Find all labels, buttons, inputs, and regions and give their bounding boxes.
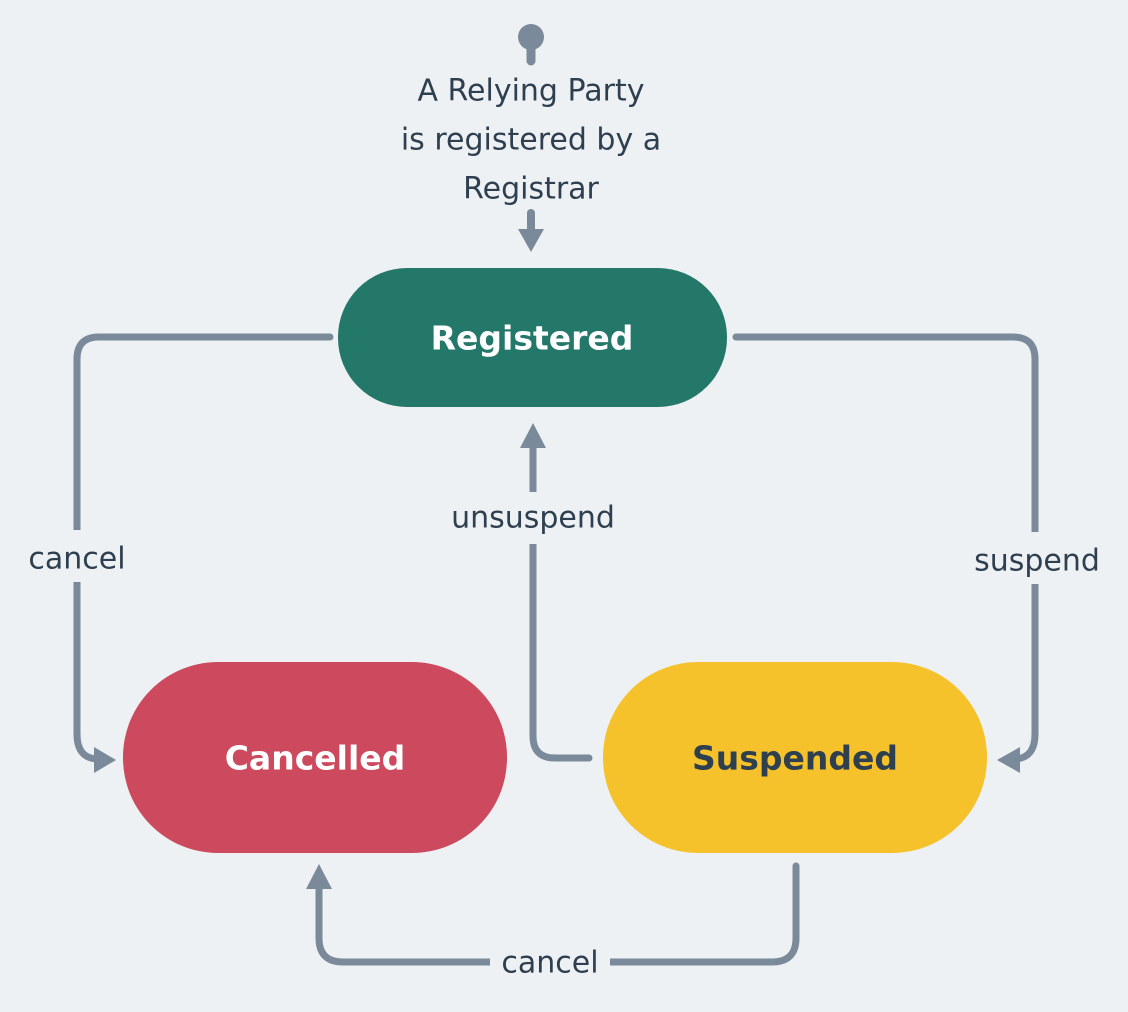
edge-label-cancel-left: cancel bbox=[28, 542, 125, 577]
state-suspended bbox=[603, 662, 987, 853]
start-annotation-line-2: is registered by a bbox=[401, 123, 661, 158]
state-cancelled-label: Cancelled bbox=[225, 739, 406, 778]
start-annotation-line-1: A Relying Party bbox=[417, 74, 644, 109]
start-state-icon bbox=[518, 24, 544, 50]
edge-registered-to-cancelled-arrowhead-icon bbox=[94, 747, 116, 773]
edge-suspended-to-cancelled-arrowhead-icon bbox=[306, 864, 332, 889]
edge-registered-to-suspended-arrowhead-icon bbox=[997, 747, 1020, 773]
state-suspended-label: Suspended bbox=[692, 739, 898, 778]
edge-label-backplate bbox=[490, 940, 610, 986]
state-registered-label: Registered bbox=[431, 319, 634, 358]
start-arrowhead-icon bbox=[518, 229, 544, 252]
edge-label-backplate bbox=[962, 532, 1112, 584]
edge-label-cancel-bottom: cancel bbox=[501, 946, 598, 981]
edge-label-unsuspend: unsuspend bbox=[451, 501, 615, 536]
edge-label-backplate bbox=[18, 530, 138, 582]
edge-label-backplate bbox=[438, 492, 628, 544]
state-cancelled bbox=[123, 662, 507, 853]
edge-label-suspend: suspend bbox=[974, 544, 1100, 579]
edge-suspended-to-registered-arrowhead-icon bbox=[520, 423, 546, 448]
start-annotation-line-3: Registrar bbox=[463, 172, 599, 207]
edge-suspended-to-registered bbox=[529, 443, 593, 762]
state-registered bbox=[338, 268, 727, 407]
